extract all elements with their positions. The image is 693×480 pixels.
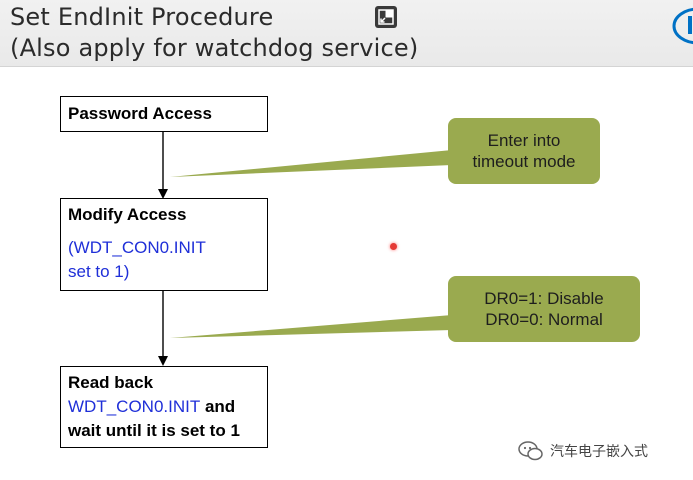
modify-access-box: Modify Access (WDT_CON0.INIT set to 1) [60, 198, 268, 291]
read-back-wait: wait until it is set to 1 [68, 421, 240, 440]
slide-title-line-2: (Also apply for watchdog service) [10, 34, 419, 62]
timeout-callout-line-1: Enter into [487, 131, 561, 150]
read-back-label: Read back [68, 373, 154, 392]
modify-access-label: Modify Access [68, 205, 187, 224]
password-access-label: Password Access [68, 104, 212, 123]
slide-title-line-1: Set EndInit Procedure [10, 3, 274, 31]
pointer-dot [390, 243, 397, 250]
dr0-callout: DR0=1: Disable DR0=0: Normal [448, 276, 640, 342]
watermark: 汽车电子嵌入式 [518, 440, 648, 462]
read-back-register: WDT_CON0.INIT [68, 397, 201, 416]
wechat-icon [518, 441, 543, 461]
timeout-callout: Enter into timeout mode [448, 118, 600, 184]
dr0-callout-line-1: DR0=1: Disable [484, 289, 604, 308]
modify-access-detail-2: set to 1) [68, 262, 130, 281]
timeout-callout-line-2: timeout mode [472, 152, 576, 171]
modify-access-detail-1: (WDT_CON0.INIT [68, 238, 206, 257]
watermark-text: 汽车电子嵌入式 [550, 444, 648, 460]
read-back-box: Read back WDT_CON0.INIT and wait until i… [60, 366, 268, 448]
dr0-callout-line-2: DR0=0: Normal [485, 310, 603, 329]
password-access-box: Password Access [60, 96, 268, 132]
read-back-and: and [200, 397, 236, 416]
expand-icon[interactable] [375, 6, 397, 28]
slide-header: Set EndInit Procedure (Also apply for wa… [0, 0, 693, 67]
intel-logo [668, 2, 693, 46]
